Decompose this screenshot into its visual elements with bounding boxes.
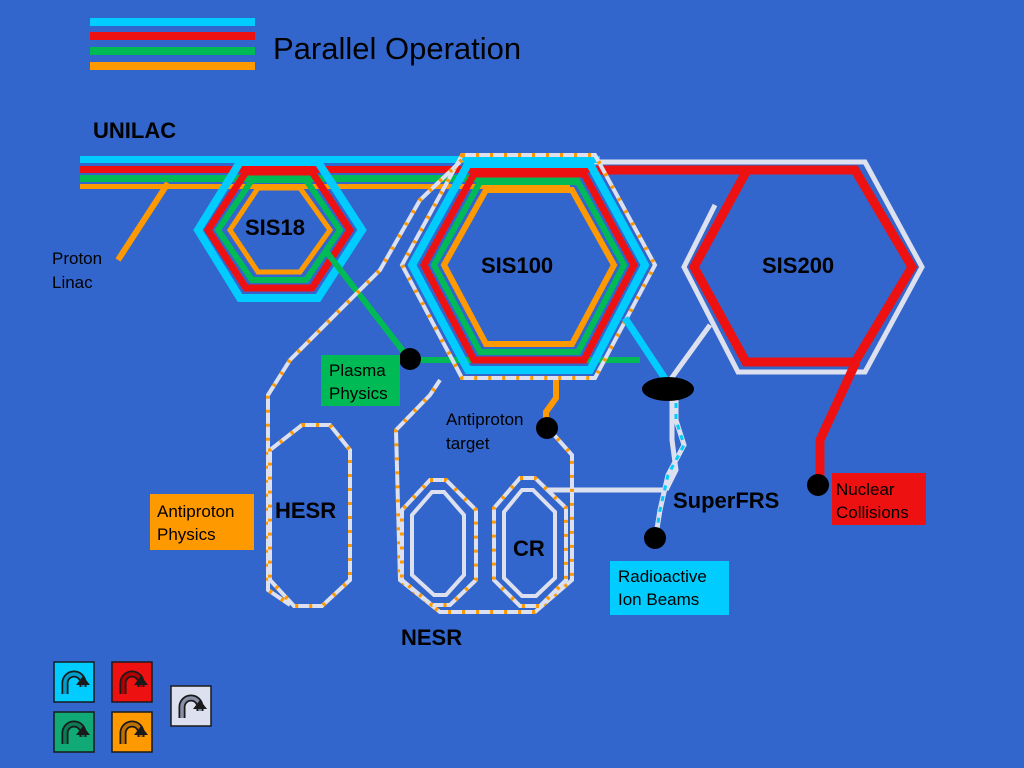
u-turn-arrow-icon bbox=[119, 720, 148, 744]
antiproton-target-node bbox=[536, 417, 558, 439]
sis18-ring bbox=[193, 158, 367, 302]
silver-beamlines bbox=[548, 159, 925, 493]
superfrs-target-node bbox=[642, 377, 694, 401]
nuclear-collisions-node bbox=[807, 474, 829, 496]
proton-linac-line bbox=[115, 181, 171, 262]
plasma-physics-line1: Plasma bbox=[329, 361, 386, 380]
antiproton-physics-box: Antiproton Physics bbox=[150, 494, 254, 550]
cr-nesr-transfer bbox=[393, 378, 574, 614]
page-title: Parallel Operation bbox=[273, 31, 521, 66]
u-turn-arrow-icon bbox=[178, 694, 207, 718]
superfrs-label: SuperFRS bbox=[673, 488, 779, 513]
plasma-physics-line2: Physics bbox=[329, 384, 388, 403]
hesr-ring bbox=[268, 423, 352, 608]
radioactive-ion-beams-line2: Ion Beams bbox=[618, 590, 699, 609]
plasma-target-node bbox=[399, 348, 421, 370]
nav-button-orange[interactable] bbox=[111, 711, 153, 753]
sis100-ring bbox=[399, 153, 658, 380]
plasma-physics-box: Plasma Physics bbox=[321, 355, 400, 406]
proton-linac-label-line2: Linac bbox=[52, 273, 93, 292]
superfrs-beamline bbox=[622, 316, 687, 536]
nuclear-collisions-line1: Nuclear bbox=[836, 480, 895, 499]
hesr-label: HESR bbox=[275, 498, 336, 523]
radioactive-beam-node bbox=[644, 527, 666, 549]
nav-button-green[interactable] bbox=[53, 711, 95, 753]
u-turn-arrow-icon bbox=[61, 720, 90, 744]
antiproton-physics-line2: Physics bbox=[157, 525, 216, 544]
u-turn-arrow-icon bbox=[119, 670, 148, 694]
sis100-label: SIS100 bbox=[481, 253, 553, 278]
sis200-ring bbox=[598, 165, 918, 482]
nesr-label: NESR bbox=[401, 625, 462, 650]
antiproton-target-label-line2: target bbox=[446, 434, 490, 453]
nesr-ring bbox=[400, 478, 478, 607]
unilac-label: UNILAC bbox=[93, 118, 176, 143]
sis18-label: SIS18 bbox=[245, 215, 305, 240]
cr-label: CR bbox=[513, 536, 545, 561]
radioactive-ion-beams-line1: Radioactive bbox=[618, 567, 707, 586]
antiproton-physics-line1: Antiproton bbox=[157, 502, 235, 521]
nav-button-gray[interactable] bbox=[170, 685, 212, 727]
proton-linac-label-line1: Proton bbox=[52, 249, 102, 268]
nav-button-red[interactable] bbox=[111, 661, 153, 703]
radioactive-ion-beams-box: Radioactive Ion Beams bbox=[610, 561, 729, 615]
u-turn-arrow-icon bbox=[61, 670, 90, 694]
nuclear-collisions-line2: Collisions bbox=[836, 503, 909, 522]
nav-button-cyan[interactable] bbox=[53, 661, 95, 703]
cr-ring bbox=[492, 476, 568, 608]
antiproton-target-label-line1: Antiproton bbox=[446, 410, 524, 429]
legend-stripes bbox=[90, 18, 255, 70]
nuclear-collisions-box: Nuclear Collisions bbox=[832, 473, 926, 525]
sis200-label: SIS200 bbox=[762, 253, 834, 278]
hesr-transfer-line bbox=[266, 158, 464, 607]
